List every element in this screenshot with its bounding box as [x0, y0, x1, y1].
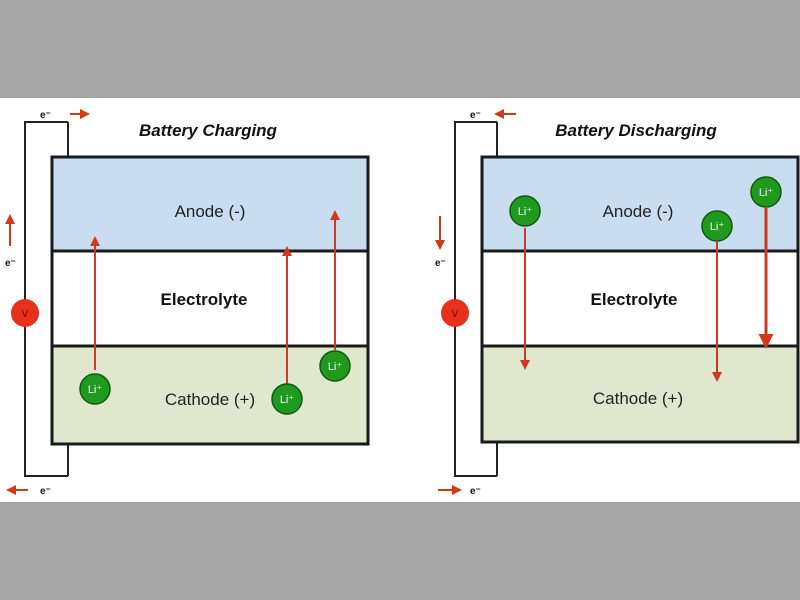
electron-label: e⁻ — [435, 258, 446, 269]
lithium-ion: Li⁺ — [750, 176, 782, 208]
diagram-canvas: Battery Charging Anode (-) Electrolyte C… — [0, 98, 800, 502]
svg-text:Li⁺: Li⁺ — [88, 384, 103, 396]
cathode-label: Cathode (+) — [165, 390, 255, 409]
svg-text:Li⁺: Li⁺ — [759, 187, 774, 199]
lithium-ion: Li⁺ — [271, 383, 303, 415]
svg-text:V: V — [452, 309, 459, 320]
svg-text:Li⁺: Li⁺ — [328, 361, 343, 373]
electron-label: e⁻ — [40, 110, 51, 121]
electron-label: e⁻ — [40, 486, 51, 497]
charging-panel: Battery Charging Anode (-) Electrolyte C… — [4, 109, 370, 497]
svg-text:Li⁺: Li⁺ — [710, 221, 725, 233]
anode-layer — [50, 155, 370, 253]
cathode-label: Cathode (+) — [593, 389, 683, 408]
electron-label: e⁻ — [470, 486, 481, 497]
electron-label: e⁻ — [5, 258, 16, 269]
lithium-ion: Li⁺ — [701, 210, 733, 242]
panel-title: Battery Discharging — [555, 121, 717, 140]
voltmeter: V — [441, 299, 469, 327]
svg-text:V: V — [22, 309, 29, 320]
electrolyte-layer — [50, 249, 370, 348]
battery-diagram: Battery Charging Anode (-) Electrolyte C… — [4, 109, 800, 497]
lithium-ion: Li⁺ — [79, 373, 111, 405]
anode-label: Anode (-) — [175, 202, 246, 221]
discharging-panel: Battery Discharging Anode (-) Electrolyt… — [435, 109, 800, 497]
cathode-layer — [480, 344, 800, 444]
anode-label: Anode (-) — [603, 202, 674, 221]
electron-label: e⁻ — [470, 110, 481, 121]
svg-text:Li⁺: Li⁺ — [518, 206, 533, 218]
panel-title: Battery Charging — [139, 121, 278, 140]
electrolyte-label: Electrolyte — [591, 290, 678, 309]
lithium-ion: Li⁺ — [319, 350, 351, 382]
electrolyte-layer — [480, 249, 800, 348]
electrolyte-label: Electrolyte — [161, 290, 248, 309]
lithium-ion: Li⁺ — [509, 195, 541, 227]
svg-text:Li⁺: Li⁺ — [280, 394, 295, 406]
voltmeter: V — [11, 299, 39, 327]
